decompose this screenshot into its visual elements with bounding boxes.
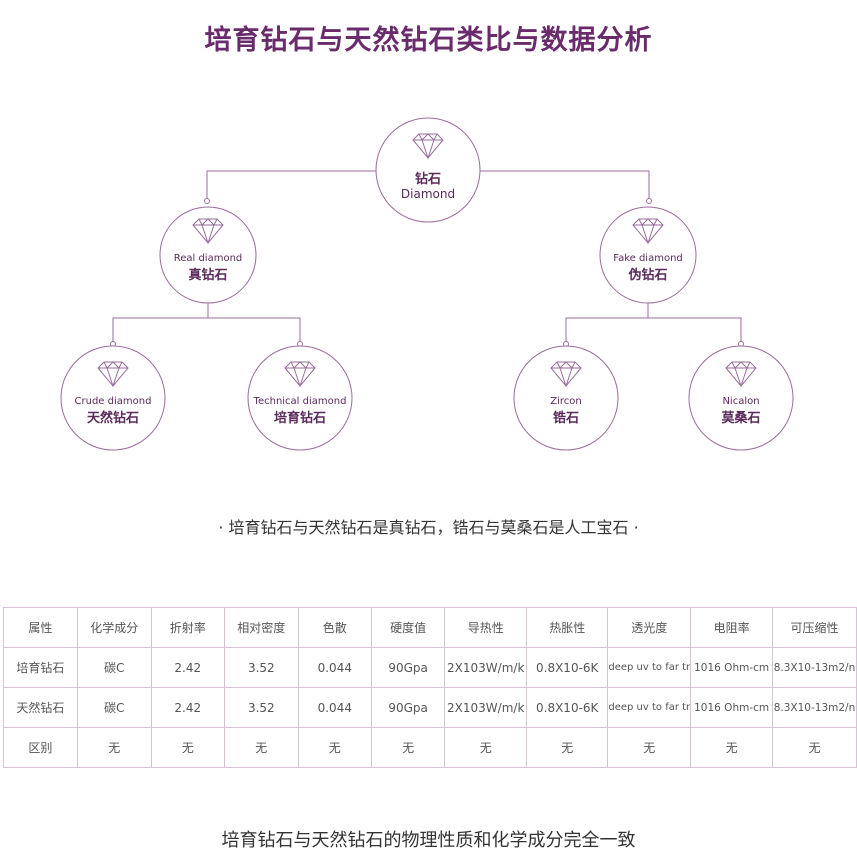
table-cell: 1016 Ohm-cm bbox=[690, 647, 773, 688]
table-cell: 3.52 bbox=[223, 687, 299, 728]
table-cell: 电阻率 bbox=[690, 607, 773, 648]
node-zircon: Zircon 锆石 bbox=[506, 396, 626, 426]
node-label-zh: 天然钻石 bbox=[86, 411, 139, 426]
table-cell: 无 bbox=[607, 727, 692, 768]
diamond-icon bbox=[412, 133, 444, 160]
node-label-en: Technical diamond bbox=[253, 396, 347, 407]
node-label-zh: 真钻石 bbox=[188, 268, 228, 283]
subtitle: · 培育钻石与天然钻石是真钻石，锆石与莫桑石是人工宝石 · bbox=[218, 518, 639, 537]
table-cell: 无 bbox=[223, 727, 299, 768]
table-cell: 无 bbox=[297, 727, 372, 768]
table-cell: deep uv to far tr bbox=[607, 687, 692, 728]
table-cell: 无 bbox=[526, 727, 609, 768]
node-label-zh: 培育钻石 bbox=[273, 411, 326, 426]
table-cell: 2.42 bbox=[150, 647, 225, 688]
table-cell: 3.52 bbox=[223, 647, 299, 688]
node-fake: Fake diamond 伪钻石 bbox=[588, 253, 708, 283]
table-cell: 区别 bbox=[3, 727, 78, 768]
node-label-en: Fake diamond bbox=[613, 253, 683, 264]
table-cell: 2.42 bbox=[150, 687, 225, 728]
node-crude: Crude diamond 天然钻石 bbox=[53, 396, 173, 426]
table-cell: 1016 Ohm-cm bbox=[690, 687, 773, 728]
diamond-icon bbox=[725, 361, 757, 388]
table-cell: 相对密度 bbox=[223, 607, 299, 648]
node-label-zh: 莫桑石 bbox=[721, 411, 761, 426]
table-cell: 培育钻石 bbox=[3, 647, 78, 688]
node-circle-root bbox=[375, 117, 481, 223]
table-cell: 硬度值 bbox=[370, 607, 446, 648]
table-cell: 0.044 bbox=[297, 647, 372, 688]
table-cell: 无 bbox=[76, 727, 152, 768]
node-technical: Technical diamond 培育钻石 bbox=[240, 396, 360, 426]
node-circle-nicalon bbox=[688, 345, 794, 451]
table-cell: 碳C bbox=[76, 647, 152, 688]
table-cell: 热胀性 bbox=[526, 607, 609, 648]
diamond-icon bbox=[97, 361, 129, 388]
table-cell: 透光度 bbox=[607, 607, 692, 648]
tree-lines bbox=[60, 117, 794, 451]
node-label-zh: 锆石 bbox=[552, 411, 579, 426]
node-label-zh: 钻石 bbox=[414, 172, 441, 187]
table-row: 区别无无无无无无无无无无 bbox=[3, 727, 857, 768]
table-cell: 0.8X10-6K bbox=[526, 687, 609, 728]
node-circle-crude bbox=[60, 345, 166, 451]
table-cell: 天然钻石 bbox=[3, 687, 78, 728]
footer-text: 培育钻石与天然钻石的物理性质和化学成分完全一致 bbox=[221, 830, 636, 851]
node-circle-real bbox=[159, 206, 257, 304]
table-cell: 可压缩性 bbox=[771, 607, 857, 648]
table-cell: 化学成分 bbox=[76, 607, 152, 648]
table-cell: 0.8X10-6K bbox=[526, 647, 609, 688]
table-cell: 8.3X10-13m2/n bbox=[771, 687, 857, 728]
table-header-row: 属性化学成分折射率相对密度色散硬度值导热性热胀性透光度电阻率可压缩性 bbox=[3, 607, 857, 648]
table-cell: 8.3X10-13m2/n bbox=[771, 647, 857, 688]
node-nicalon: Nicalon 莫桑石 bbox=[681, 396, 801, 426]
node-circle-technical bbox=[247, 345, 353, 451]
table-cell: 折射率 bbox=[150, 607, 225, 648]
table-cell: 色散 bbox=[297, 607, 372, 648]
table-cell: 90Gpa bbox=[370, 647, 446, 688]
node-label-en: Crude diamond bbox=[74, 396, 152, 407]
table-cell: 导热性 bbox=[444, 607, 528, 648]
table-cell: 碳C bbox=[76, 687, 152, 728]
table-cell: 2X103W/m/k bbox=[444, 647, 528, 688]
table-cell: 无 bbox=[370, 727, 446, 768]
node-circle-fake bbox=[599, 206, 697, 304]
table-cell: 属性 bbox=[3, 607, 78, 648]
table-cell: 无 bbox=[444, 727, 528, 768]
table-cell: 2X103W/m/k bbox=[444, 687, 528, 728]
node-real: Real diamond 真钻石 bbox=[148, 253, 268, 283]
diamond-icon bbox=[192, 218, 224, 245]
table-cell: 0.044 bbox=[297, 687, 372, 728]
node-label-en: Zircon bbox=[550, 396, 582, 407]
diamond-icon bbox=[550, 361, 582, 388]
page-title: 培育钻石与天然钻石类比与数据分析 bbox=[204, 25, 653, 56]
table-cell: 无 bbox=[150, 727, 225, 768]
diamond-icon bbox=[632, 218, 664, 245]
node-label-en: Diamond bbox=[400, 187, 456, 201]
table-cell: 无 bbox=[771, 727, 857, 768]
comparison-table: 属性化学成分折射率相对密度色散硬度值导热性热胀性透光度电阻率可压缩性培育钻石碳C… bbox=[3, 607, 857, 768]
table-cell: deep uv to far tr bbox=[607, 647, 692, 688]
table-cell: 90Gpa bbox=[370, 687, 446, 728]
node-label-en: Nicalon bbox=[722, 396, 760, 407]
node-circle-zircon bbox=[513, 345, 619, 451]
diamond-icon bbox=[284, 361, 316, 388]
table-cell: 无 bbox=[690, 727, 773, 768]
node-label-zh: 伪钻石 bbox=[628, 268, 668, 283]
node-label-en: Real diamond bbox=[173, 253, 243, 264]
